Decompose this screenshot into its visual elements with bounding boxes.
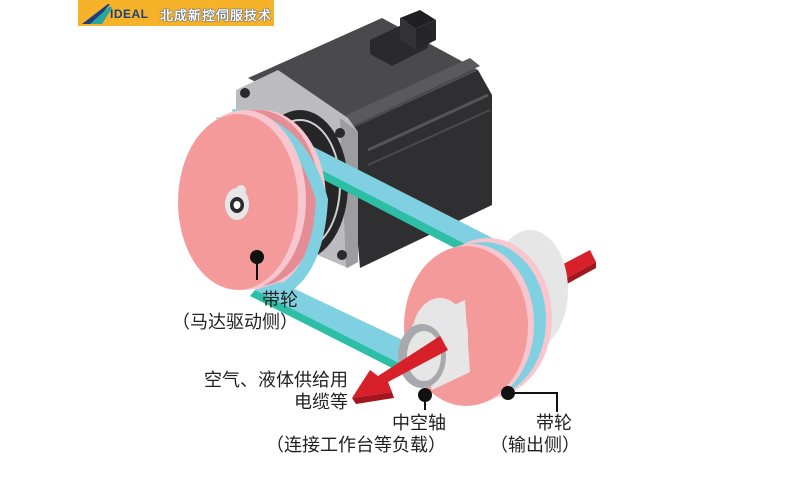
logo-company-name: 北成新控伺服技术 (160, 9, 273, 24)
company-logo: IDEAL 北成新控伺服技术 (78, 0, 274, 26)
label-cables-line1: 空气、液体供给用 (204, 370, 348, 391)
label-output-pulley: 带轮 （输出侧） (490, 413, 580, 457)
output-pulley (398, 230, 568, 406)
logo-brand: IDEAL (110, 7, 149, 21)
label-output-pulley-sub: （输出侧） (490, 435, 580, 456)
label-cables: 空气、液体供给用 电缆等 (150, 370, 348, 414)
label-motor-pulley-sub: （马达驱动侧） (172, 312, 298, 333)
label-hollow-shaft-title: 中空轴 (392, 413, 446, 434)
callout-output-pulley (501, 386, 558, 412)
logo-wing-icon (82, 4, 112, 24)
label-hollow-shaft-sub: （连接工作台等负载） (266, 435, 446, 456)
callout-hollow-shaft (418, 388, 432, 410)
label-motor-pulley: 带轮 （马达驱动侧） (170, 290, 298, 334)
label-motor-pulley-title: 带轮 (262, 290, 298, 311)
label-hollow-shaft: 中空轴 （连接工作台等负载） (246, 413, 446, 457)
cable-arrow-icon (352, 336, 448, 404)
connector-icon (370, 10, 436, 66)
belt-lower-edge (250, 290, 405, 372)
pulley-hub-icon (225, 185, 249, 220)
callout-motor-pulley (250, 250, 264, 280)
motor-pulley (178, 109, 329, 296)
label-cables-line2: 电缆等 (294, 392, 348, 413)
label-output-pulley-title: 带轮 (536, 413, 572, 434)
belt-lower-run (255, 282, 428, 366)
